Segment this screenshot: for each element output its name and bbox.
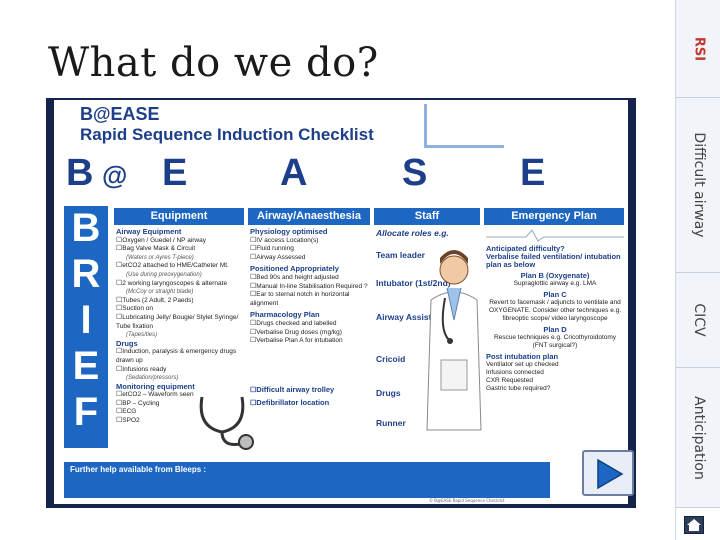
post-item: CXR Requested — [486, 377, 624, 385]
post-item: Ventilator set up checked — [486, 361, 624, 369]
pharmacology-heading: Pharmacology Plan — [250, 311, 370, 320]
airway-list: Physiology optimised IV access Location(… — [250, 228, 370, 409]
post-intubation-heading: Post intubation plan — [486, 353, 624, 361]
plan-header: Emergency Plan — [484, 208, 624, 225]
equipment-subnote: (McCoy or straight blade) — [116, 288, 244, 297]
tab-difficult-airway[interactable]: Difficult airway — [676, 98, 720, 273]
airway-item: Fluid running — [250, 245, 370, 254]
staff-header: Staff — [374, 208, 480, 225]
side-tab-strip: RSI Difficult airway CICV Anticipation — [675, 0, 720, 540]
equipment-item: 2 working laryngoscopes & alternate — [116, 280, 244, 289]
plan-b-heading: Plan B (Oxygenate) — [486, 272, 624, 280]
verbalise-plan: Verbalise failed ventilation/ intubation… — [486, 253, 624, 269]
plan-c-text: Revert to facemask / adjuncts to ventila… — [486, 299, 624, 323]
letter-e1: E — [162, 152, 187, 195]
letter-b: B — [66, 152, 93, 195]
tab-anticipation[interactable]: Anticipation — [676, 368, 720, 508]
letter-s: S — [402, 152, 427, 195]
equipment-item: Infusions ready — [116, 366, 244, 375]
checklist-brand-name: B@EASE — [80, 104, 374, 125]
doctor-illustration — [419, 240, 489, 440]
tab-rsi-label: RSI — [691, 36, 706, 60]
equipment-item: Induction, paralysis & emergency drugs d… — [116, 348, 244, 365]
checklist-subtitle: Rapid Sequence Induction Checklist — [80, 125, 374, 145]
airway-item: Verbalise Drug doses (mg/kg) — [250, 329, 370, 338]
airway-item: Verbalise Plan A for intubation — [250, 337, 370, 346]
equipment-item: Oxygen / Guedel / NP airway — [116, 237, 244, 246]
airway-item: Manual In-line Stabilisation Required ? — [250, 283, 370, 292]
brief-f: F — [64, 390, 108, 435]
tab-anticipation-label: Anticipation — [691, 396, 707, 480]
equipment-item: Lubricating Jelly/ Bougie/ Stylet Syring… — [116, 314, 244, 331]
tab-difficult-airway-label: Difficult airway — [691, 132, 707, 237]
checklist-brand: B@EASE Rapid Sequence Induction Checklis… — [80, 104, 374, 145]
staff-role: Cricoid — [376, 354, 405, 364]
equipment-airway-heading: Airway Equipment — [116, 228, 244, 237]
equipment-subnote: (Use during preoxygenation) — [116, 271, 244, 280]
brief-i: I — [64, 298, 108, 343]
equipment-item: Suction on — [116, 305, 244, 314]
equipment-item: etCO2 attached to HME/Catheter Mt. — [116, 262, 244, 271]
tab-cicv[interactable]: CICV — [676, 273, 720, 368]
staff-role: Runner — [376, 418, 406, 428]
rsi-checklist-image: B@EASE Rapid Sequence Induction Checklis… — [46, 98, 636, 508]
footer-bleeps-text: Further help available from Bleeps : — [70, 465, 206, 474]
plan-d-text: Rescue techniques e.g. Cricothyroidotomy… — [486, 334, 624, 350]
letter-at: @ — [102, 160, 127, 191]
airway-item: Drugs checked and labelled — [250, 320, 370, 329]
plan-list: Anticipated difficulty? Verbalise failed… — [486, 228, 624, 393]
letter-a: A — [280, 152, 307, 195]
post-item: Gastric tube required? — [486, 385, 624, 393]
brief-column: B R I E F — [64, 206, 108, 448]
airway-item: Ear to sternal notch in horizontal align… — [250, 291, 370, 308]
plan-c-heading: Plan C — [486, 291, 624, 299]
airway-item: Bed 90s and height adjusted — [250, 274, 370, 283]
airway-item: Airway Assessed — [250, 254, 370, 263]
tab-rsi[interactable]: RSI — [676, 0, 720, 98]
tab-cicv-label: CICV — [691, 303, 707, 336]
header-bracket — [424, 104, 504, 148]
footer-bleeps-bar: Further help available from Bleeps : — [64, 462, 550, 498]
difficult-airway-trolley: Difficult airway trolley — [250, 386, 370, 396]
brief-r: R — [64, 252, 108, 297]
staff-role: Drugs — [376, 388, 401, 398]
plan-d-heading: Plan D — [486, 326, 624, 334]
ecg-trace-icon — [486, 228, 624, 242]
equipment-item: Bag Valve Mask & Circuit — [116, 245, 244, 254]
stethoscope-icon — [192, 392, 262, 452]
equipment-header: Equipment — [114, 208, 244, 225]
staff-allocate: Allocate roles e.g. — [376, 228, 449, 238]
post-item: Infusions connected — [486, 369, 624, 377]
staff-role: Team leader — [376, 250, 425, 260]
brief-b: B — [64, 206, 108, 251]
brief-e: E — [64, 344, 108, 389]
footer-copyright: © B@EASE Rapid Sequence Checklist — [429, 498, 504, 503]
home-icon — [685, 517, 703, 533]
equipment-monitoring-heading: Monitoring equipment — [116, 383, 244, 392]
defibrillator-location: Defibrillator location — [250, 399, 370, 409]
slide-title: What do we do? — [48, 40, 379, 86]
letter-e2: E — [520, 152, 545, 195]
checklist-sheet: B@EASE Rapid Sequence Induction Checklis… — [54, 100, 628, 504]
next-slide-button[interactable] — [582, 450, 634, 496]
home-button[interactable] — [684, 516, 704, 534]
positioned-heading: Positioned Appropriately — [250, 265, 370, 274]
airway-item: IV access Location(s) — [250, 237, 370, 246]
airway-header: Airway/Anaesthesia — [248, 208, 370, 225]
plan-b-text: Supraglottic airway e.g. LMA — [486, 280, 624, 288]
play-icon — [592, 458, 624, 490]
physiology-heading: Physiology optimised — [250, 228, 370, 237]
